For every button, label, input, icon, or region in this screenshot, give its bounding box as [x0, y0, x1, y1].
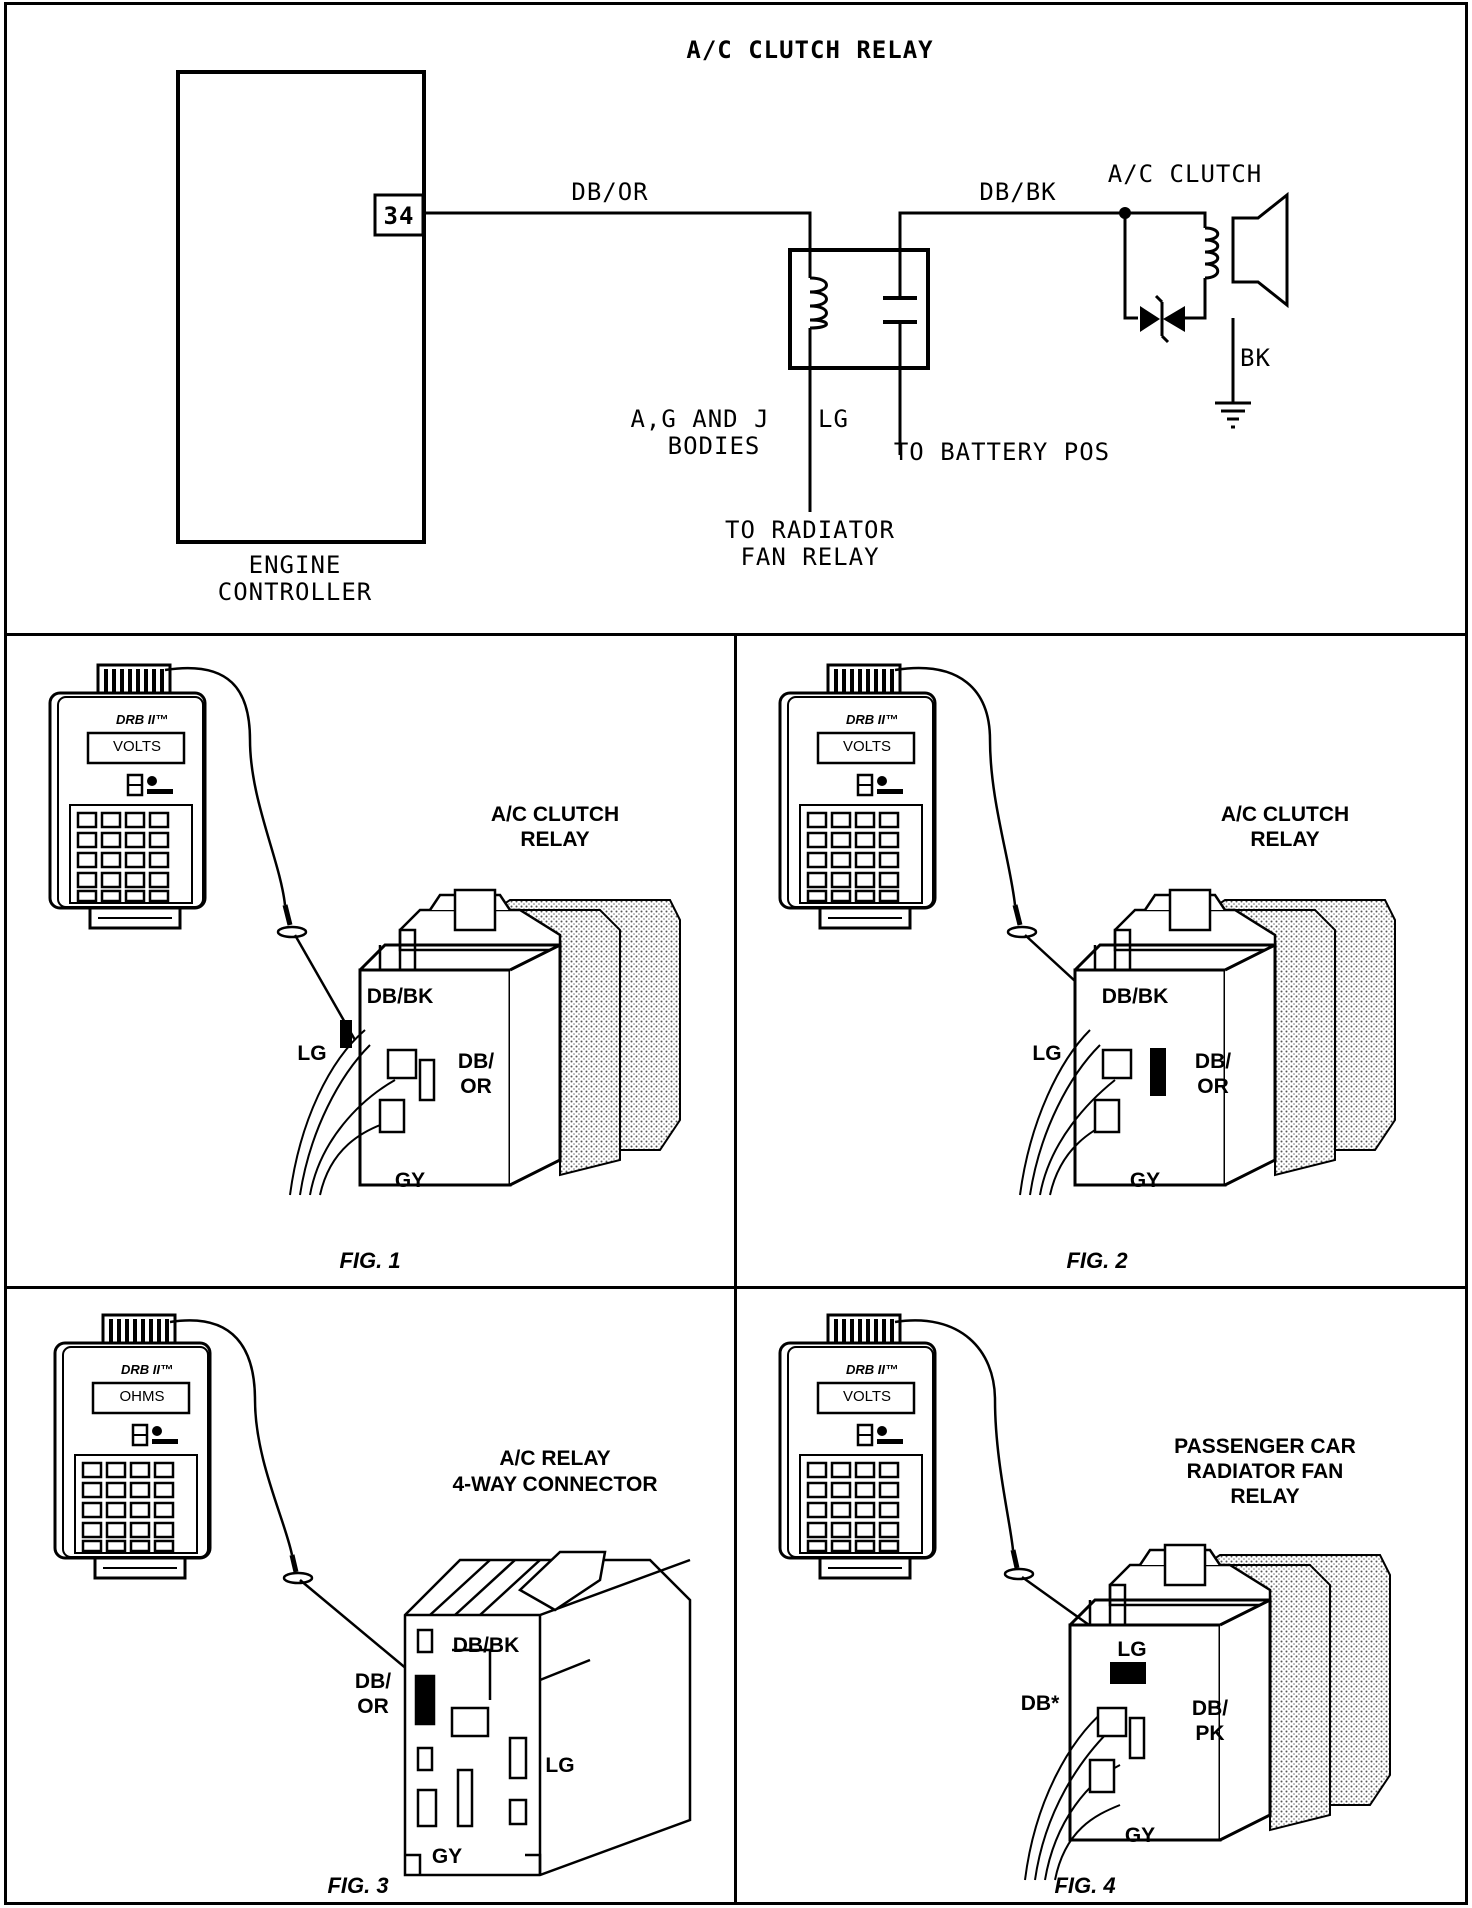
connector-4way-icon: [403, 1550, 692, 1877]
wire-label: GY: [395, 1169, 425, 1192]
diode-icon: [1140, 306, 1160, 332]
figure-title: A/C CLUTCH: [1221, 803, 1349, 826]
wire-label: DB/BK: [367, 985, 434, 1008]
drb-meter-icon: [778, 663, 937, 930]
relay-connector-icon: [1068, 1543, 1392, 1842]
probe-lead: [169, 1319, 294, 1556]
probe-lead: [894, 1319, 1015, 1551]
wire-label: GY: [432, 1845, 462, 1868]
relay-box: [788, 248, 930, 370]
clutch-coil: [1204, 226, 1220, 280]
figure-title: RELAY: [1230, 1485, 1299, 1508]
figure-2: DRB II™ VOLTS A/C CLUTCH RELAY DB/BK LG …: [778, 663, 1397, 1273]
wire-label: LG: [297, 1042, 326, 1065]
battery-label: TO BATTERY POS: [894, 438, 1110, 466]
relay-connector-icon: [1073, 888, 1397, 1187]
meter-brand: DRB II™: [846, 712, 898, 727]
wire-label: DB/: [1192, 1697, 1228, 1720]
meter-brand: DRB II™: [116, 712, 168, 727]
figure-caption: FIG. 1: [339, 1248, 400, 1273]
wire-label: DB/BK: [1102, 985, 1169, 1008]
meter-display: VOLTS: [113, 738, 161, 755]
figure-title: RELAY: [520, 828, 589, 851]
wire-label: OR: [357, 1695, 389, 1718]
wire-label: LG: [545, 1754, 574, 1777]
figure-3: DRB II™ OHMS A/C RELAY 4-WAY CONNE: [53, 1313, 692, 1898]
figure-caption: FIG. 2: [1066, 1248, 1128, 1273]
wire-label-bk: BK: [1240, 344, 1271, 372]
wire-label: PK: [1195, 1722, 1224, 1745]
figure-title: RADIATOR FAN: [1187, 1460, 1344, 1483]
controller-label: CONTROLLER: [218, 578, 373, 606]
wire-label: LG: [1117, 1638, 1146, 1661]
wire-bundle: [1019, 1029, 1116, 1196]
wire-label: DB/: [1195, 1050, 1231, 1073]
ground-icon: [1215, 401, 1251, 429]
relay-connector-icon: [358, 888, 682, 1187]
wire-label: DB/BK: [453, 1634, 520, 1657]
controller-label: ENGINE: [249, 551, 342, 579]
wire-label: OR: [460, 1075, 492, 1098]
junction-dot: [1119, 207, 1131, 219]
relay-coil: [809, 276, 828, 330]
figure-1: DRB II™ VOLTS A/C CLUTCH RELAY DB/BK LG …: [48, 663, 682, 1273]
figure-4: DRB II™ VOLTS PASSENGER CAR RADIATOR FAN…: [778, 1313, 1392, 1898]
meter-brand: DRB II™: [121, 1362, 173, 1377]
probe-icon: [282, 1571, 314, 1585]
wire-bundle: [1024, 1709, 1121, 1881]
wire-label: DB/: [458, 1050, 494, 1073]
probe-lead: [164, 666, 287, 906]
meter-display: VOLTS: [843, 738, 891, 755]
bodies-label: BODIES: [668, 432, 761, 460]
clutch-label: A/C CLUTCH: [1108, 160, 1263, 188]
schematic-title: A/C CLUTCH RELAY: [686, 36, 933, 64]
wire-label: GY: [1125, 1824, 1155, 1847]
wire-bundle: [289, 1029, 396, 1196]
radiator-label: TO RADIATOR: [725, 516, 895, 544]
figure-title: A/C RELAY: [499, 1447, 610, 1470]
figure-caption: FIG. 3: [327, 1873, 388, 1898]
meter-display: OHMS: [120, 1388, 165, 1405]
controller-pin-box: [373, 193, 425, 237]
wire-label: LG: [1032, 1042, 1061, 1065]
radiator-label: FAN RELAY: [740, 543, 879, 571]
wire-label: DB*: [1021, 1692, 1060, 1715]
figure-title: 4-WAY CONNECTOR: [453, 1473, 658, 1496]
probe-icon: [276, 925, 308, 939]
figure-title: RELAY: [1250, 828, 1319, 851]
diode-icon: [1163, 306, 1185, 332]
wire-label: OR: [1197, 1075, 1229, 1098]
wire-label-db-bk: DB/BK: [979, 178, 1056, 206]
engine-controller-box: [176, 70, 426, 544]
figure-title: A/C CLUTCH: [491, 803, 619, 826]
meter-display: VOLTS: [843, 1388, 891, 1405]
figure-title: PASSENGER CAR: [1174, 1435, 1356, 1458]
probe-lead: [894, 666, 1017, 906]
wire-label-db-or: DB/OR: [571, 178, 648, 206]
meter-brand: DRB II™: [846, 1362, 898, 1377]
drb-meter-icon: [778, 1313, 937, 1580]
drb-meter-icon: [48, 663, 207, 930]
drb-meter-icon: [53, 1313, 212, 1580]
probe-icon: [1003, 1567, 1035, 1581]
wire-label-lg: LG: [818, 405, 849, 433]
probe-icon: [1006, 925, 1038, 939]
figure-4-panel: [734, 1286, 1468, 1905]
wire-label: DB/: [355, 1670, 391, 1693]
bodies-label: A,G AND J: [630, 405, 769, 433]
wire-label: GY: [1130, 1169, 1160, 1192]
figure-caption: FIG. 4: [1054, 1873, 1115, 1898]
controller-pin: 34: [384, 202, 415, 230]
clutch-icon: [1231, 191, 1289, 309]
